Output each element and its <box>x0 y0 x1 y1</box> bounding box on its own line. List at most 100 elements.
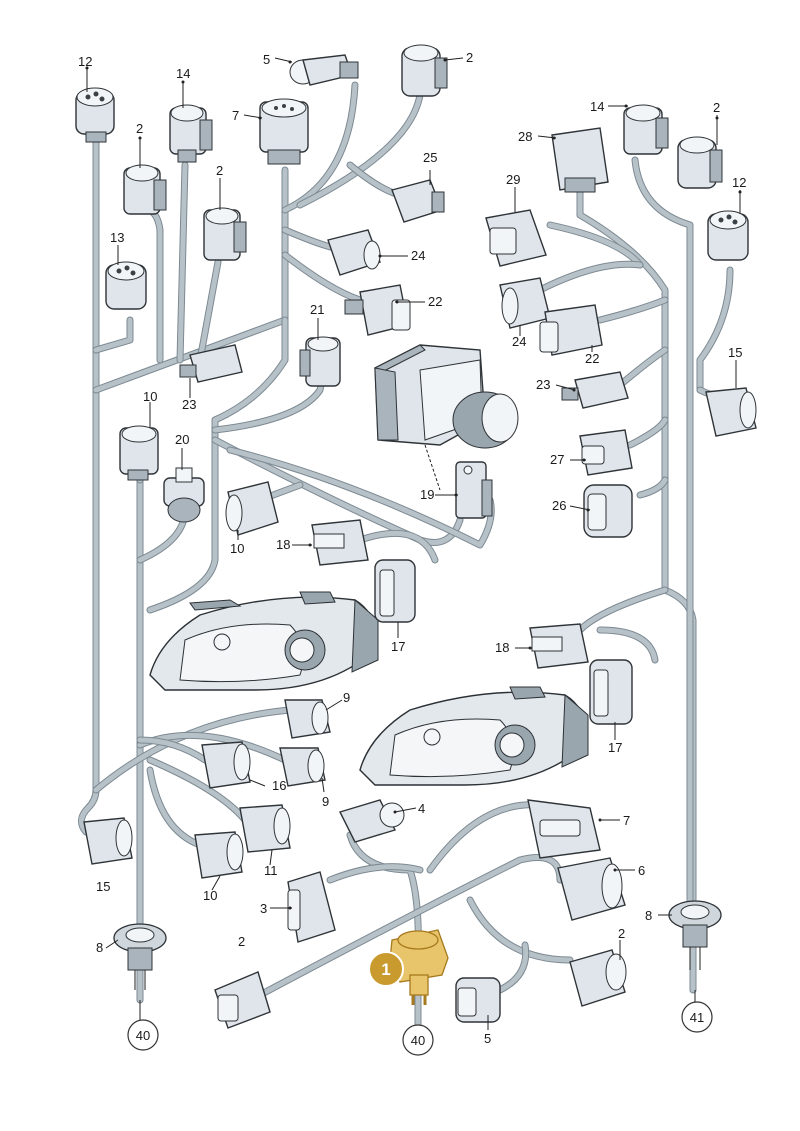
connector-21 <box>299 336 341 387</box>
connector-17-left <box>374 559 416 623</box>
callout-10: 10 <box>230 541 244 556</box>
callout-2: 2 <box>466 50 473 65</box>
connector-18-left <box>311 519 369 566</box>
callout-2: 2 <box>238 934 245 949</box>
callout-4: 4 <box>418 801 425 816</box>
connector-2-top <box>401 44 448 97</box>
callout-24: 24 <box>512 334 526 349</box>
connector-28 <box>551 127 609 193</box>
callout-24: 24 <box>411 248 425 263</box>
connector-11 <box>239 804 291 853</box>
connector-10-bottom <box>194 831 244 879</box>
callout-9: 9 <box>343 690 350 705</box>
highlight-number: 1 <box>381 960 390 979</box>
callout-21: 21 <box>310 302 324 317</box>
callout-23: 23 <box>182 397 196 412</box>
callout-16: 16 <box>272 778 286 793</box>
callout-10: 10 <box>203 888 217 903</box>
reference-circles: 40 40 41 <box>127 1001 713 1056</box>
harness-wires <box>78 81 734 1034</box>
callout-23: 23 <box>536 377 550 392</box>
callout-7: 7 <box>623 813 630 828</box>
connector-5-top <box>289 54 359 86</box>
connector-24-top <box>327 229 381 276</box>
connector-9-lower <box>279 747 326 787</box>
svg-text:40: 40 <box>136 1028 150 1043</box>
connector-14-right <box>623 104 669 155</box>
callout-5: 5 <box>484 1031 491 1046</box>
callout-28: 28 <box>518 129 532 144</box>
connector-17-right <box>589 659 633 725</box>
connector-2-right <box>677 136 723 189</box>
connector-18-right <box>529 623 589 669</box>
ref-circle-41-right: 41 <box>681 1001 713 1033</box>
callout-13: 13 <box>110 230 124 245</box>
connector-2-bottom-left <box>214 971 271 1029</box>
connector-26 <box>583 484 633 538</box>
callout-2: 2 <box>713 100 720 115</box>
connector-10-mid <box>225 481 279 536</box>
callout-2: 2 <box>136 121 143 136</box>
highlight-badge <box>368 951 404 987</box>
connector-13 <box>105 261 147 310</box>
connector-2-left-b <box>203 207 247 261</box>
connector-22-top <box>344 284 411 336</box>
callout-3: 3 <box>260 901 267 916</box>
connectors <box>75 44 757 1029</box>
callout-22: 22 <box>585 351 599 366</box>
connector-2-bottom-right <box>569 949 627 1007</box>
callout-19: 19 <box>420 487 434 502</box>
connector-24-right <box>499 277 551 329</box>
callout-25: 25 <box>423 150 437 165</box>
callout-18: 18 <box>495 640 509 655</box>
callout-12: 12 <box>78 54 92 69</box>
connector-20 <box>163 467 205 523</box>
leader-lines <box>85 57 742 1030</box>
abs-hydraulic-unit <box>373 344 519 491</box>
connector-23-left <box>179 344 243 383</box>
callout-18: 18 <box>276 537 290 552</box>
connector-22-right <box>539 304 603 356</box>
connector-2-left-a <box>123 164 167 215</box>
headlamp-right <box>359 686 589 786</box>
grommet-8-left <box>113 923 167 990</box>
callout-10: 10 <box>143 389 157 404</box>
callout-14: 14 <box>176 66 190 81</box>
highlighted-part-1: 1 <box>368 929 449 1005</box>
callout-29: 29 <box>506 172 520 187</box>
connector-3 <box>287 871 336 943</box>
connector-10-left-top <box>119 425 159 481</box>
callout-17: 17 <box>391 639 405 654</box>
callout-2: 2 <box>216 163 223 178</box>
callout-14: 14 <box>590 99 604 114</box>
connector-23-right <box>561 371 629 409</box>
ref-circle-40-center: 40 <box>402 1024 434 1056</box>
connector-6 <box>557 857 626 921</box>
connector-16 <box>201 741 251 789</box>
callout-2: 2 <box>618 926 625 941</box>
connector-7-bottom <box>527 799 601 859</box>
callout-8: 8 <box>96 940 103 955</box>
connector-15-right <box>705 387 757 437</box>
connector-4 <box>339 799 405 843</box>
connector-12-right <box>707 210 749 261</box>
callout-11: 11 <box>264 863 278 878</box>
callout-15: 15 <box>728 345 742 360</box>
connector-9-upper <box>284 699 331 739</box>
connector-5-bottom <box>455 977 501 1023</box>
connector-15-left <box>83 817 133 865</box>
svg-text:40: 40 <box>411 1033 425 1048</box>
callout-26: 26 <box>552 498 566 513</box>
connector-12-left <box>75 87 115 143</box>
callout-8: 8 <box>645 908 652 923</box>
callout-labels: 12 14 2 13 2 5 7 2 25 24 22 21 23 10 20 … <box>78 50 746 1046</box>
callout-9: 9 <box>322 794 329 809</box>
ref-circle-40-left: 40 <box>127 1019 159 1051</box>
connector-7-top <box>259 98 309 165</box>
connector-19 <box>455 461 493 519</box>
callout-20: 20 <box>175 432 189 447</box>
connector-29 <box>485 209 547 267</box>
callout-27: 27 <box>550 452 564 467</box>
connector-27 <box>579 429 633 476</box>
